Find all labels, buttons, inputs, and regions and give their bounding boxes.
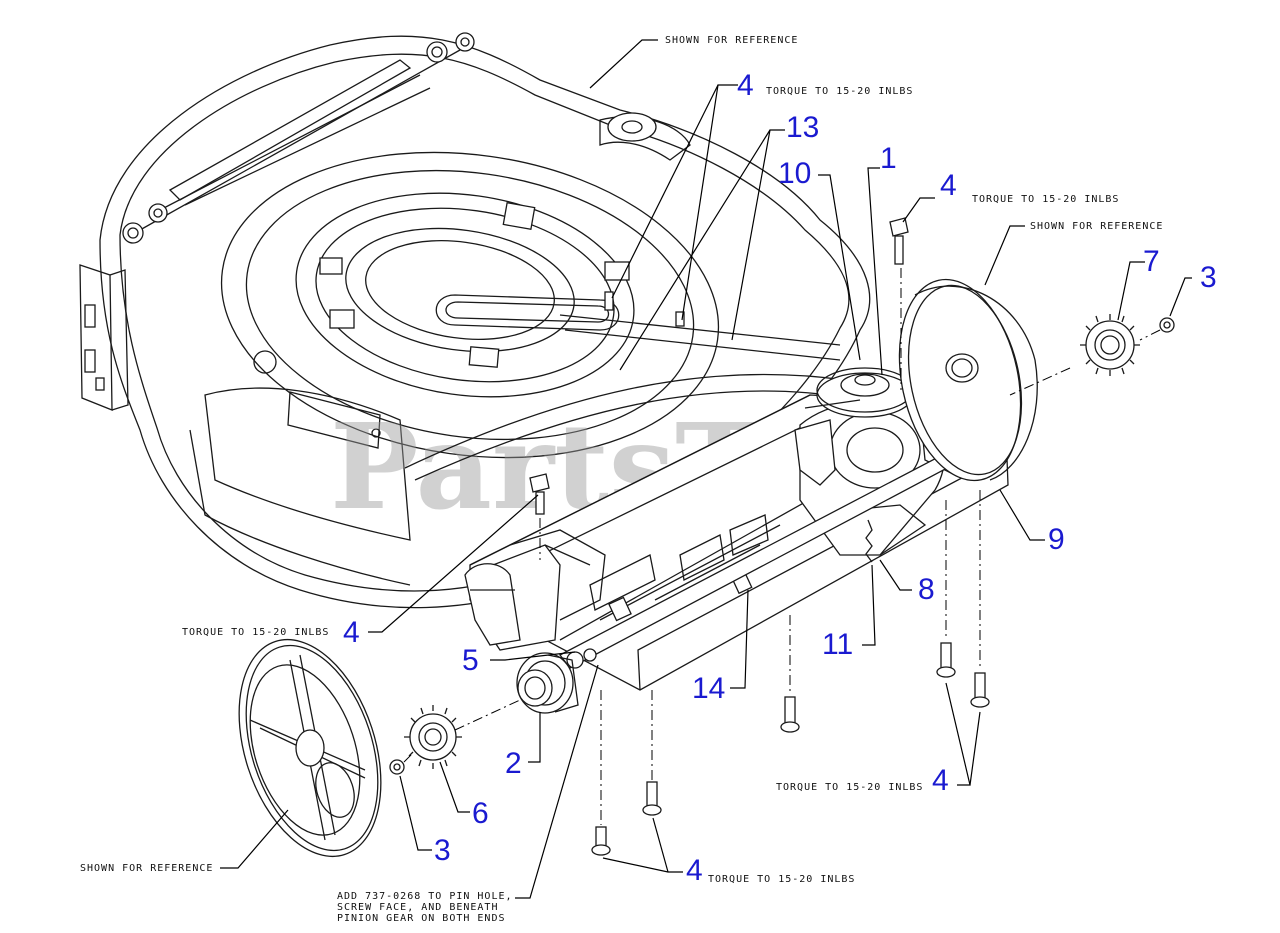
- callout-7: 7: [1143, 245, 1160, 278]
- mower-deck-reference: [79, 32, 871, 609]
- bearing-hub: [516, 652, 579, 714]
- callout-9: 9: [1048, 523, 1065, 556]
- annotation-notes: SHOWN FOR REFERENCE TORQUE TO 15-20 INLB…: [80, 35, 1163, 924]
- pinion-gear-right: [1080, 314, 1140, 376]
- callout-3-left: 3: [434, 834, 451, 867]
- note-add-line-2: SCREW FACE, AND BENEATH: [337, 902, 498, 913]
- callout-6: 6: [472, 797, 489, 830]
- callout-13: 13: [786, 111, 819, 144]
- note-torque-bottom-right: TORQUE TO 15-20 INLBS: [776, 782, 923, 793]
- callout-4-left: 4: [343, 616, 360, 649]
- leader-lines: [220, 39, 1192, 899]
- callout-14: 14: [692, 672, 725, 705]
- callout-2: 2: [505, 747, 522, 780]
- note-add-line-3: PINION GEAR ON BOTH ENDS: [337, 913, 506, 924]
- bolt-top: [889, 217, 909, 265]
- callout-4-bottom: 4: [686, 854, 703, 887]
- callout-8: 8: [918, 573, 935, 606]
- note-shown-for-reference-top: SHOWN FOR REFERENCE: [665, 35, 798, 46]
- callout-4-top: 4: [737, 69, 754, 102]
- drive-belt: [404, 314, 851, 481]
- callout-numbers: 4 13 10 1 4 7 3 9 8 11 4 5 14 2 6 3 4 4: [343, 69, 1217, 887]
- transmission-housing: [464, 367, 1014, 691]
- callout-4-right: 4: [940, 169, 957, 202]
- callout-3-right: 3: [1200, 261, 1217, 294]
- callout-10: 10: [778, 157, 811, 190]
- note-torque-bottom: TORQUE TO 15-20 INLBS: [708, 874, 855, 885]
- screw-left: [389, 759, 405, 775]
- bolt-left: [529, 473, 550, 515]
- note-shown-for-reference-left: SHOWN FOR REFERENCE: [80, 863, 213, 874]
- screw-right: [1159, 317, 1175, 333]
- callout-4-bottom-right: 4: [932, 764, 949, 797]
- note-torque-right: TORQUE TO 15-20 INLBS: [972, 194, 1119, 205]
- callout-11: 11: [822, 628, 853, 661]
- callout-5: 5: [462, 644, 479, 677]
- left-wheel-reference: [238, 638, 382, 858]
- pinion-gear-left: [404, 705, 462, 769]
- bolts-bottom: [591, 642, 990, 856]
- note-torque-left: TORQUE TO 15-20 INLBS: [182, 627, 329, 638]
- note-shown-for-reference-right: SHOWN FOR REFERENCE: [1030, 221, 1163, 232]
- note-add-line-1: ADD 737-0268 TO PIN HOLE,: [337, 891, 513, 902]
- callout-1: 1: [880, 142, 897, 175]
- right-wheel-reference: [898, 278, 1038, 482]
- note-torque-top: TORQUE TO 15-20 INLBS: [766, 86, 913, 97]
